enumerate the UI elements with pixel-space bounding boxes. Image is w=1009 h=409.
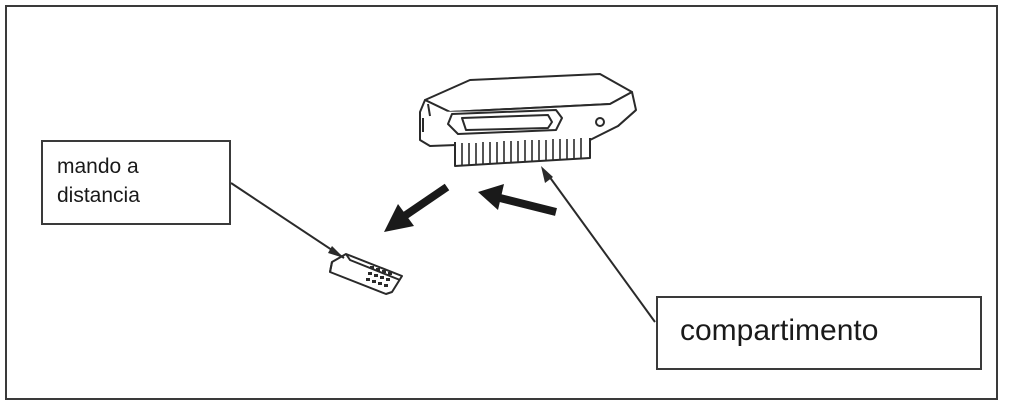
leader-arrowhead-remote bbox=[328, 246, 344, 258]
label-compartment-text: compartimento bbox=[680, 314, 879, 347]
direction-arrow-to-device bbox=[478, 184, 557, 216]
leader-line-remote bbox=[230, 182, 345, 259]
leader-line-compartment bbox=[545, 171, 656, 323]
direction-arrow-to-remote bbox=[384, 183, 450, 232]
remote-control-icon bbox=[329, 253, 403, 295]
label-remote-control-text: mando a distancia bbox=[57, 155, 140, 207]
label-remote-control: mando a distancia bbox=[41, 140, 231, 225]
leader-arrowhead-compartment bbox=[541, 166, 553, 183]
label-compartment: compartimento bbox=[656, 296, 982, 370]
projector-device-icon bbox=[419, 73, 637, 167]
